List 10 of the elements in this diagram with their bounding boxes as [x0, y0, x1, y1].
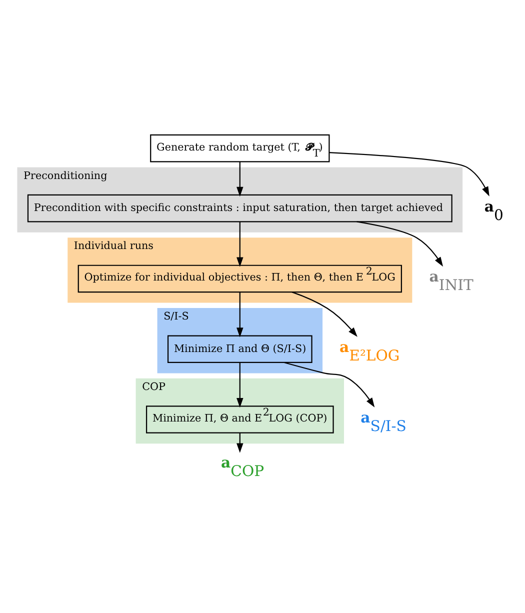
arrow	[236, 222, 244, 267]
arrow	[284, 362, 375, 408]
arrow	[236, 162, 244, 197]
node-box: Precondition with specific constraints : input saturation, then target achieved	[27, 194, 452, 222]
arrow	[236, 362, 244, 408]
node-box: Minimize Π and Θ (S/I-S)	[167, 335, 312, 363]
arrow	[236, 432, 244, 453]
arrow	[329, 152, 490, 196]
arrow	[356, 221, 444, 267]
arrow	[236, 292, 244, 338]
